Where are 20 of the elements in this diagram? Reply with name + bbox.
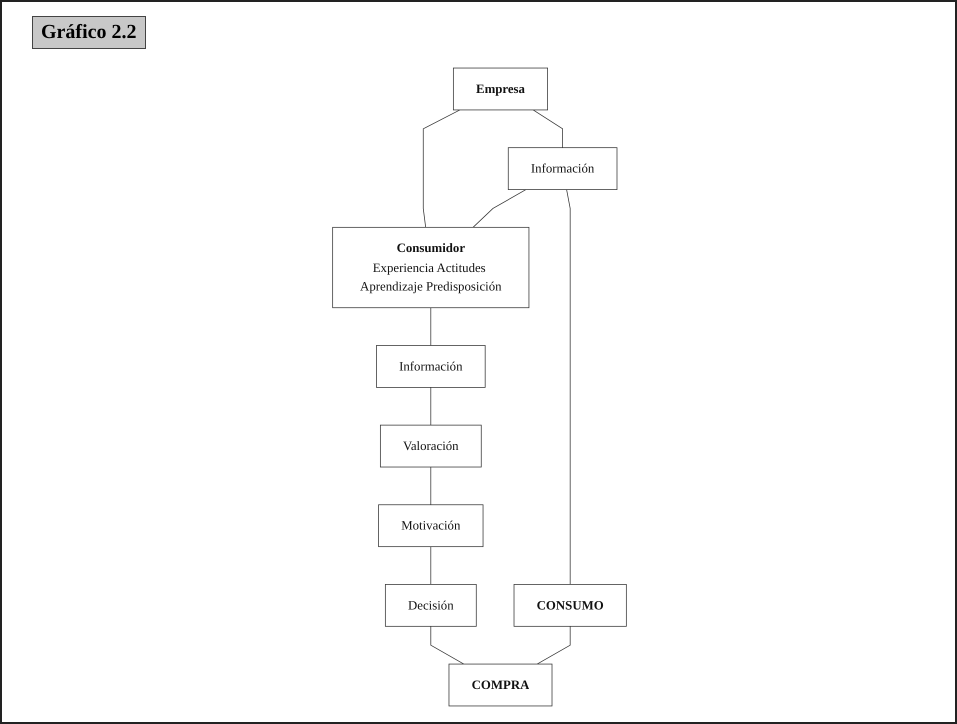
connector	[422, 110, 460, 228]
connector	[430, 387, 432, 426]
connector	[430, 626, 464, 664]
node-box: Información	[508, 147, 618, 190]
connector	[472, 189, 526, 228]
node-box: Consumidor Experiencia Actitudes Aprendizaje Predisposición	[332, 226, 530, 308]
node-box: Valoración	[380, 424, 482, 468]
node-box: Motivación	[378, 504, 484, 548]
node-box: Empresa	[452, 68, 548, 110]
node-box: Decisión	[384, 584, 477, 627]
node-box: Información	[376, 345, 486, 388]
connector	[430, 466, 432, 506]
connector	[430, 307, 432, 346]
connector	[566, 189, 571, 585]
node-box: CONSUMO	[514, 584, 627, 627]
title-box: Gráfico 2.2	[32, 16, 146, 49]
connector	[536, 626, 571, 664]
node-box: COMPRA	[448, 664, 552, 706]
connector	[532, 110, 563, 148]
connector	[430, 546, 432, 585]
